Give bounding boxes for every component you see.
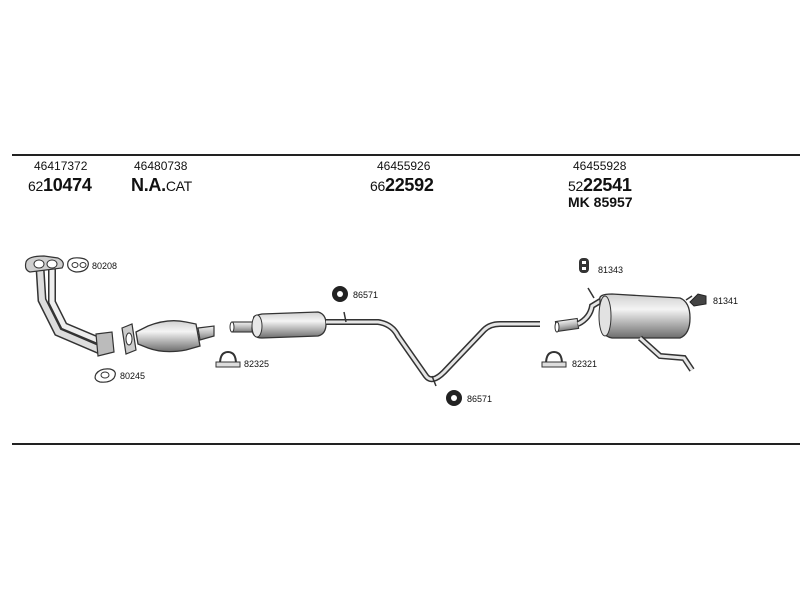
oem-number-rear-silencer: 46455928: [573, 159, 627, 173]
part-label-hanger-86571-upper: 86571: [353, 290, 379, 300]
hanger-86571-upper-shape: [332, 286, 348, 302]
oem-number-middle-silencer: 46455926: [377, 159, 431, 173]
part-code-main: N.A.: [131, 175, 166, 195]
middle-silencer: [229, 311, 540, 387]
part-code-prefix: 66: [370, 178, 385, 194]
part-label-bracket-81341: 81341: [713, 296, 739, 306]
oem-number-front-pipe: 46417372: [34, 159, 88, 173]
part-code-catalyst: N.A.CAT: [131, 176, 192, 194]
rubber-mount-81343-shape: [579, 258, 589, 273]
clamp-82325-shape: [215, 350, 241, 368]
oem-number-catalyst: 46480738: [134, 159, 188, 173]
part-label-clamp-82325: 82325: [244, 359, 270, 369]
part-code-main: 10474: [42, 175, 92, 195]
part-code-middle-silencer: 6622592: [370, 176, 434, 194]
part-code-main: 22541: [582, 175, 632, 195]
bottom-divider-line: [12, 443, 800, 445]
part-label-gasket-80208: 80208: [92, 261, 118, 271]
part-code-rear-silencer: 5222541: [568, 176, 632, 194]
front-pipe: [24, 255, 115, 357]
gasket-80245-shape: [94, 368, 116, 383]
rear-silencer: [554, 287, 695, 372]
part-label-rubber-mount-81343: 81343: [598, 265, 624, 275]
mounting-kit-code: MK 85957: [568, 194, 633, 210]
bracket-81341-shape: [689, 293, 707, 307]
clamp-82321-shape: [541, 350, 567, 368]
gasket-80208-shape: [67, 257, 89, 273]
catalytic-converter: [121, 320, 215, 355]
part-code-suffix: CAT: [165, 178, 192, 194]
part-label-clamp-82321: 82321: [572, 359, 598, 369]
top-divider-line: [12, 154, 800, 156]
hanger-86571-lower-shape: [446, 390, 462, 406]
part-code-prefix: 62: [28, 178, 43, 194]
part-code-prefix: 52: [568, 178, 583, 194]
part-label-hanger-86571-lower: 86571: [467, 394, 493, 404]
part-label-gasket-80245: 80245: [120, 371, 146, 381]
part-code-main: 22592: [384, 175, 434, 195]
part-code-front-pipe: 6210474: [28, 176, 92, 194]
